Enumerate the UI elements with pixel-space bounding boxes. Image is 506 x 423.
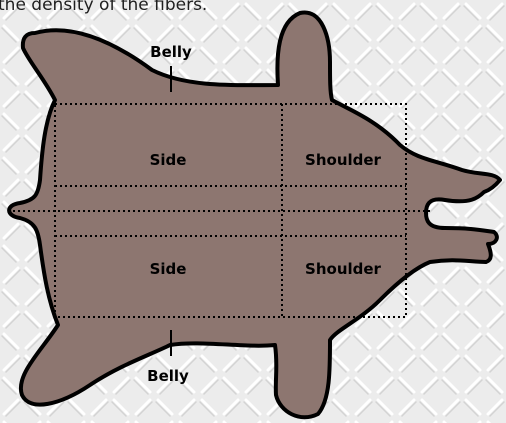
label-side-lower: Side — [150, 260, 187, 278]
label-belly-top: Belly — [150, 43, 192, 61]
caption-text: the density of the fibers. — [0, 0, 207, 16]
label-shoulder-upper: Shoulder — [305, 151, 382, 169]
label-shoulder-lower: Shoulder — [305, 260, 382, 278]
label-belly-bottom: Belly — [147, 367, 189, 385]
label-side-upper: Side — [150, 151, 187, 169]
